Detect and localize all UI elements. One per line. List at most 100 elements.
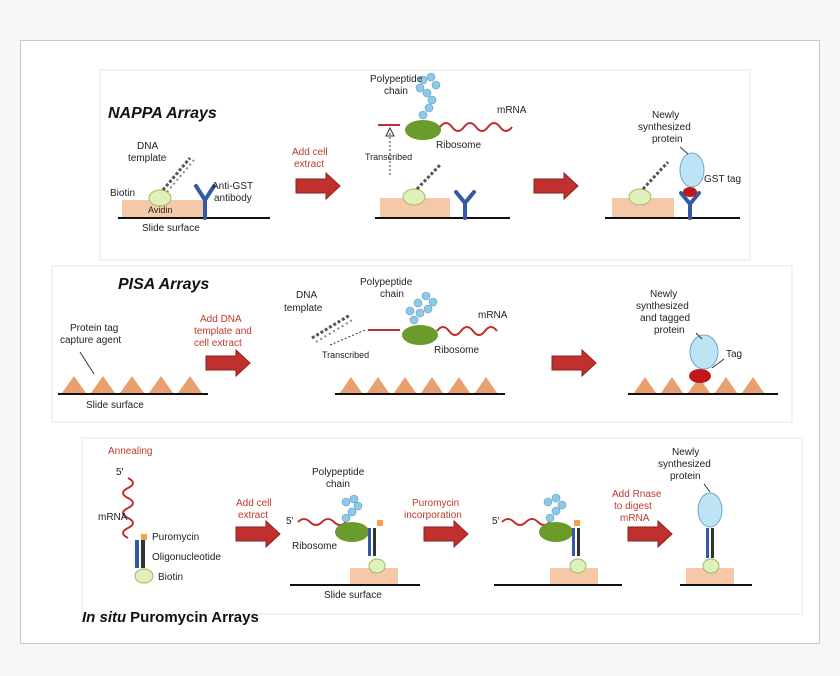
puro-panel-4: Newly synthesized protein xyxy=(658,447,752,586)
protein-icon xyxy=(697,492,723,528)
polypeptide-label-1: Polypeptide xyxy=(370,74,423,85)
newly-label-2: synthesized xyxy=(638,122,691,133)
oligo-label: Oligonucleotide xyxy=(152,552,221,563)
polypeptide-chain xyxy=(415,72,441,120)
polypeptide-label-2: chain xyxy=(326,479,350,490)
biotin-bead xyxy=(368,558,386,574)
mrna-label: mRNA xyxy=(497,105,527,116)
polypeptide-label-1: Polypeptide xyxy=(360,277,413,288)
anti-gst-label-1: Anti-GST xyxy=(212,181,253,192)
polypeptide-label-1: Polypeptide xyxy=(312,467,365,478)
polypeptide-chain xyxy=(341,494,363,523)
pisa-panel-2: DNA template Transcribed Polypeptide cha… xyxy=(284,277,508,395)
mrna-strand xyxy=(439,122,513,132)
dna-template-label-2: template xyxy=(128,153,167,164)
pisa-panel-3: Newly synthesized and tagged protein Tag xyxy=(628,289,778,395)
nappa-section: NAPPA Arrays Avidin DNA template Biotin … xyxy=(99,69,751,261)
ribosome-icon xyxy=(539,522,573,542)
pisa-panel-1: Protein tag capture agent Slide surface xyxy=(58,323,208,411)
slide-surface-label: Slide surface xyxy=(86,400,144,411)
puro-arrow3-label-2: to digest xyxy=(614,501,652,512)
dna-template-label-1: DNA xyxy=(137,141,158,152)
newly-label-1: Newly xyxy=(650,289,677,300)
nappa-title: NAPPA Arrays xyxy=(108,105,217,122)
antibody-icon xyxy=(194,184,216,220)
annealing-label: Annealing xyxy=(108,446,152,457)
antibody-icon xyxy=(454,190,476,220)
newly-label-3: protein xyxy=(652,134,683,145)
newly-label-1: Newly xyxy=(672,447,699,458)
newly-label-1: Newly xyxy=(652,110,679,121)
capture-label-2: capture agent xyxy=(60,335,121,346)
gst-tag-label: GST tag xyxy=(704,174,741,185)
dna-strand xyxy=(311,313,351,340)
five-prime-label: 5' xyxy=(492,516,500,527)
ribosome-label: Ribosome xyxy=(434,345,479,356)
mrna-strand xyxy=(122,477,134,539)
antibody-icon xyxy=(679,191,701,220)
dna-strand xyxy=(641,160,670,191)
puro-panel-3: 5' xyxy=(492,493,622,586)
biotin-bead xyxy=(702,558,720,574)
polypeptide-chain xyxy=(543,493,567,523)
pisa-arrow1-label-1: Add DNA xyxy=(200,314,242,325)
avidin-pad xyxy=(122,200,207,217)
puro-title-italic: In situ xyxy=(82,609,126,626)
ribosome-icon xyxy=(402,325,438,345)
nappa-arrow1-label-1: Add cell xyxy=(292,147,328,158)
nappa-panel-2: Polypeptide chain mRNA Ribosome Transcri… xyxy=(365,72,527,220)
biotin-bead xyxy=(628,188,652,206)
capture-label-1: Protein tag xyxy=(70,323,118,334)
puromycin-icon xyxy=(141,534,147,540)
mrna-strand xyxy=(436,326,498,336)
dna-template-label-1: DNA xyxy=(296,290,317,301)
nappa-panel-3: Newly synthesized protein GST tag xyxy=(605,110,741,220)
dna-strand xyxy=(161,157,192,191)
protein-icon xyxy=(679,152,705,188)
biotin-bead xyxy=(148,189,172,207)
tag-icon xyxy=(689,369,711,383)
anti-gst-label-2: antibody xyxy=(214,193,252,204)
puro-arrow3-label-3: mRNA xyxy=(620,513,650,524)
polypeptide-chain xyxy=(405,291,438,325)
newly-label-3: protein xyxy=(670,471,701,482)
transcribed-label: Transcribed xyxy=(322,350,369,360)
pisa-arrow1-label-3: cell extract xyxy=(194,338,242,349)
mrna-label: mRNA xyxy=(478,310,508,321)
mrna-strand xyxy=(297,518,347,526)
ribosome-icon xyxy=(405,120,441,140)
newly-label-2: synthesized xyxy=(658,459,711,470)
puro-arrow3-label-1: Add Rnase xyxy=(612,489,662,500)
biotin-bead xyxy=(402,188,426,206)
pisa-section: PISA Arrays Protein tag capture agent Sl… xyxy=(51,265,793,423)
ribosome-icon xyxy=(335,522,369,542)
polypeptide-label-2: chain xyxy=(380,289,404,300)
puro-title-rest: Puromycin Arrays xyxy=(130,609,259,626)
puro-arrow1-label-1: Add cell xyxy=(236,498,272,509)
puro-arrow2-label-2: incorporation xyxy=(404,510,462,521)
nappa-arrow1-label-2: extract xyxy=(294,159,324,170)
dna-strand xyxy=(415,163,442,191)
puro-panel-2: 5' Polypeptide chain Ribosome Slide surf… xyxy=(286,467,420,601)
newly-label-4: protein xyxy=(654,325,685,336)
tag-capture-triangles xyxy=(62,376,202,393)
transcribed-label: Transcribed xyxy=(365,152,412,162)
avidin-label: Avidin xyxy=(148,205,172,215)
newly-label-2: synthesized xyxy=(636,301,689,312)
biotin-bead xyxy=(134,568,154,584)
pisa-arrow1-label-2: template and xyxy=(194,326,252,337)
gst-tag-icon xyxy=(683,187,697,197)
pisa-title: PISA Arrays xyxy=(118,276,209,293)
puro-arrow2-label-1: Puromycin xyxy=(412,498,459,509)
slide-surface-label: Slide surface xyxy=(324,590,382,601)
newly-label-3: and tagged xyxy=(640,313,690,324)
dna-template-label-2: template xyxy=(284,303,323,314)
puromycin-label: Puromycin xyxy=(152,532,199,543)
biotin-label: Biotin xyxy=(110,188,135,199)
puro-panel-1: Annealing 5' mRNA Puromycin Oligonucleot… xyxy=(98,446,221,584)
mrna-strand xyxy=(501,518,551,526)
tag-label: Tag xyxy=(726,349,742,360)
protein-icon xyxy=(689,334,719,370)
